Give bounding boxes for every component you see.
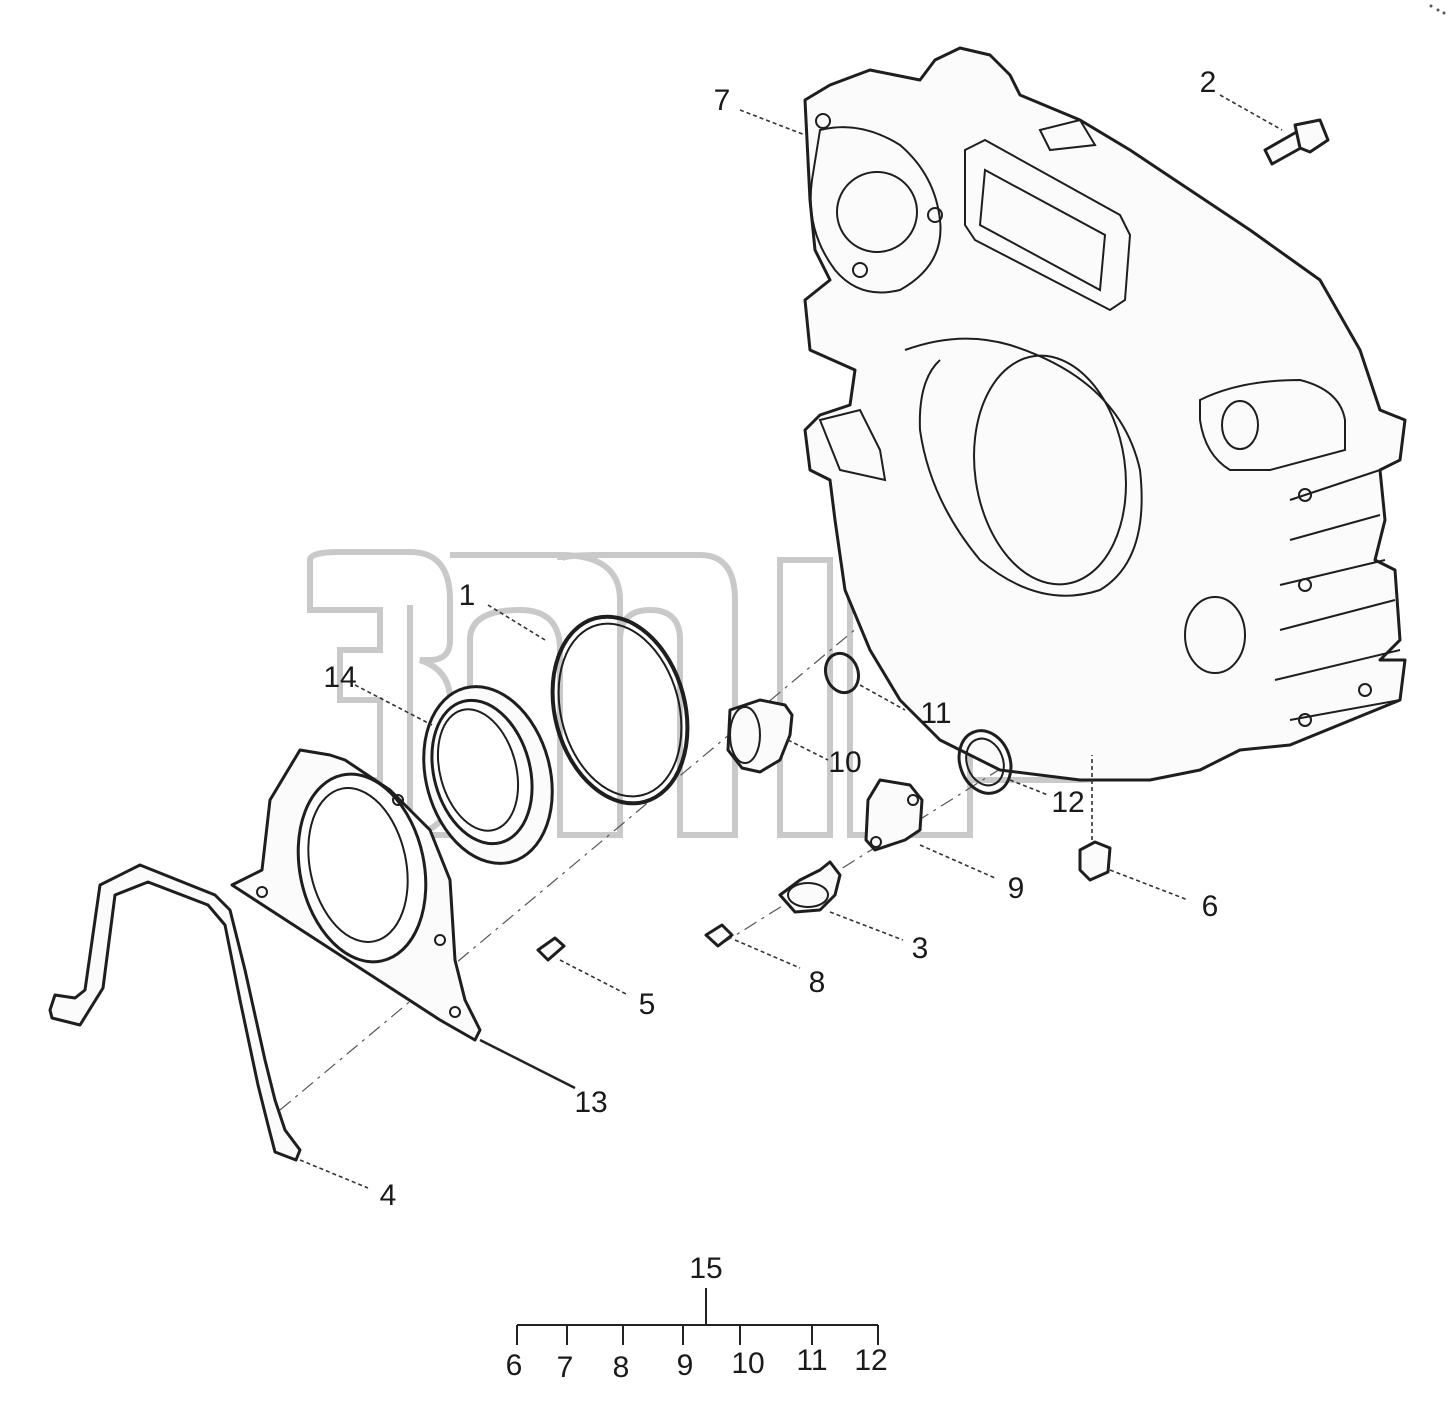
seal-housing (230, 748, 482, 1042)
callout-8: 8 (809, 966, 826, 999)
o-ring-large (550, 614, 690, 806)
small-gasket (778, 860, 842, 914)
bolt-part (1263, 118, 1330, 166)
kit-bracket: 15 6 7 8 9 10 11 12 (506, 1252, 888, 1384)
callout-9: 9 (1008, 872, 1025, 905)
seal-ring (422, 685, 554, 865)
callout-7: 7 (714, 84, 731, 117)
drain-plug (1078, 840, 1112, 882)
kit-item-7: 7 (557, 1351, 574, 1384)
small-bolt (536, 936, 566, 962)
callout-12: 12 (1051, 786, 1084, 819)
kit-item-12: 12 (854, 1344, 887, 1377)
kit-label: 15 (689, 1252, 722, 1285)
flywheel-housing (803, 46, 1407, 782)
kit-item-6: 6 (506, 1349, 523, 1382)
callout-3: 3 (912, 932, 929, 965)
callout-1: 1 (459, 579, 476, 612)
callout-14: 14 (323, 661, 356, 694)
callout-11: 11 (920, 697, 951, 730)
callout-2: 2 (1200, 66, 1217, 99)
callout-5: 5 (639, 988, 656, 1021)
breather-plug (726, 698, 794, 774)
corner-mark (1429, 4, 1446, 15)
kit-item-8: 8 (613, 1351, 630, 1384)
callout-10: 10 (828, 746, 861, 779)
kit-item-9: 9 (677, 1349, 694, 1382)
o-ring-small (823, 651, 861, 695)
kit-item-11: 11 (796, 1344, 827, 1377)
leader-lines (299, 94, 1283, 1189)
ring-gasket (957, 729, 1013, 795)
cover-plate (864, 778, 924, 852)
callout-6: 6 (1202, 890, 1219, 923)
screw (704, 923, 734, 948)
kit-item-10: 10 (731, 1347, 764, 1380)
callout-labels: 1 2 3 4 5 6 7 8 9 10 11 12 13 14 (323, 66, 1218, 1212)
gasket (48, 863, 302, 1162)
callout-4: 4 (380, 1179, 397, 1212)
callout-13: 13 (574, 1086, 607, 1119)
